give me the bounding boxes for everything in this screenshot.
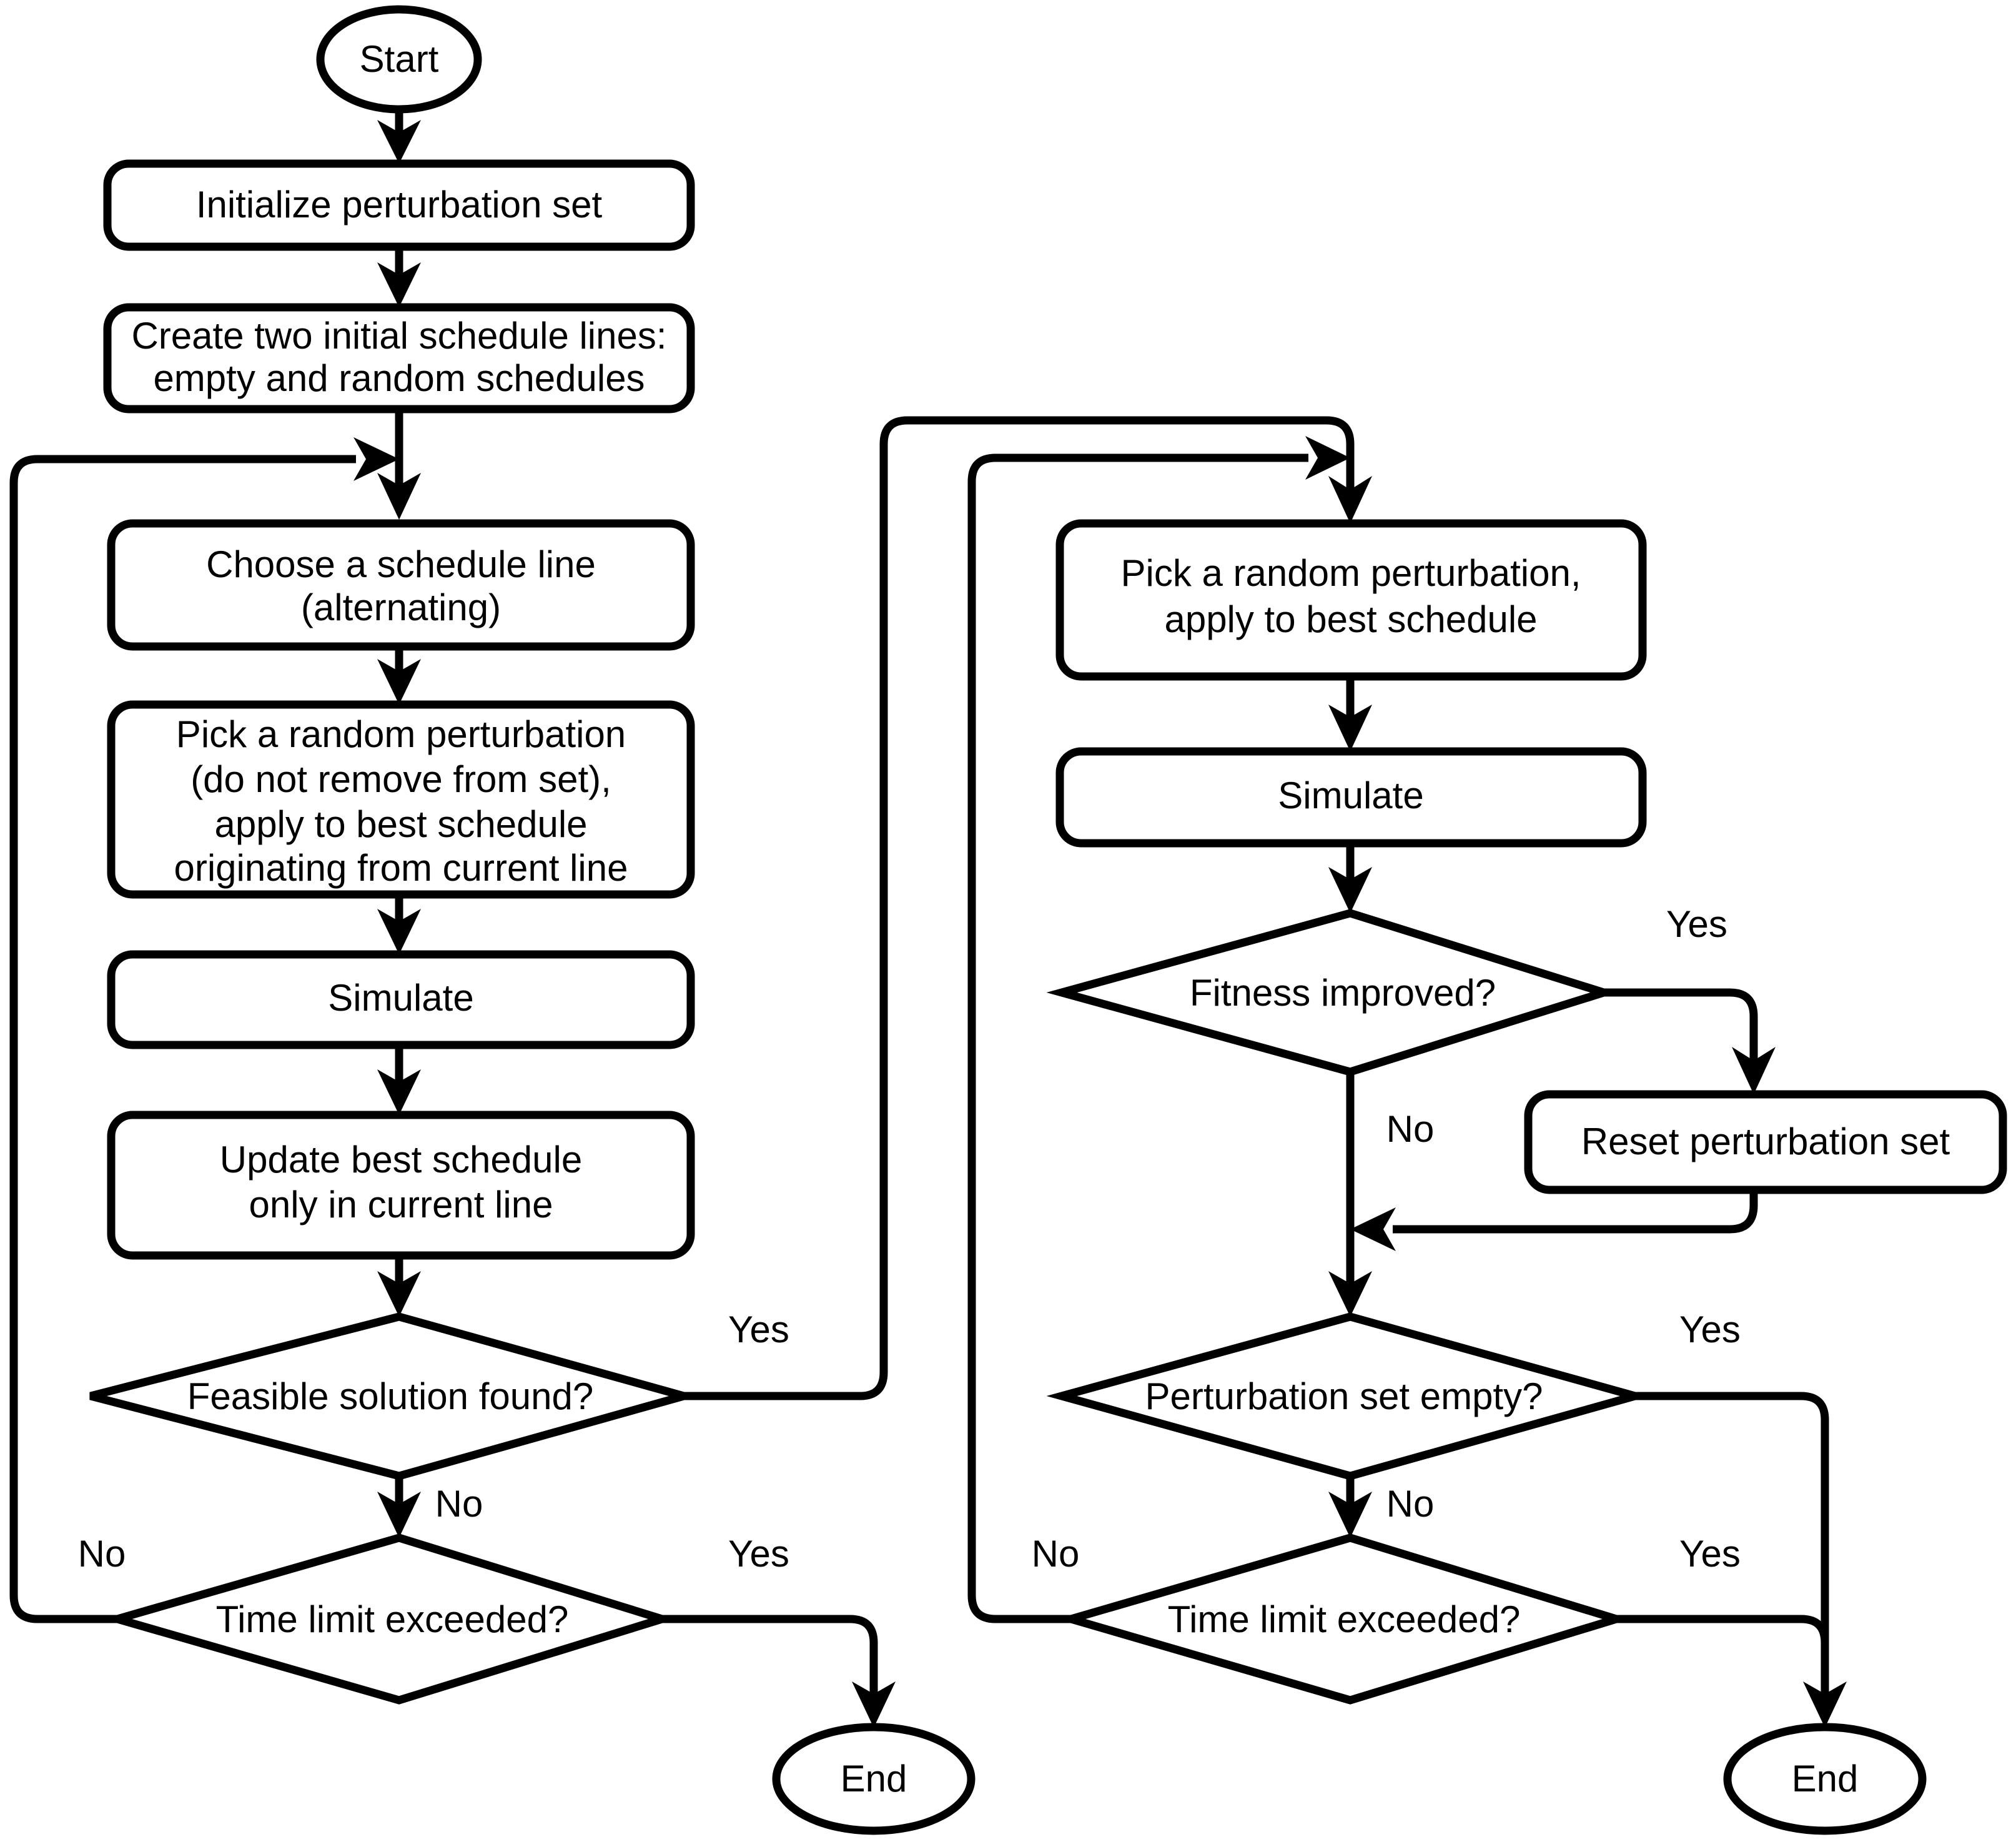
edge-create-to-choose [377,409,421,520]
node-fitness-improved[interactable]: Fitness improved? [1046,909,1618,1076]
edge-label-fitness-no: No [1386,1108,1435,1150]
node-update-best-label-2: only in current line [249,1184,553,1226]
node-pick-right-label-1: Pick a random perturbation, [1120,552,1581,594]
edge-timelimit-left-no-loop [9,437,399,1623]
edge-label-perturbation-empty-yes: Yes [1679,1309,1741,1350]
edge-label-time-limit-left-yes: Yes [728,1533,789,1575]
node-start[interactable]: Start [316,5,482,114]
edge-perturbation-empty-no [1328,1476,1372,1538]
edge-feasible-no [377,1476,421,1538]
edge-reset-to-merge [1350,1190,1758,1251]
node-perturbation-set-empty[interactable]: Perturbation set empty? [1046,1312,1651,1480]
node-pick-left-label-3: apply to best schedule [214,803,587,845]
node-create-lines-label-1: Create two initial schedule lines: [131,315,666,357]
edge-label-feasible-no: No [435,1483,483,1525]
node-perturbation-empty-label: Perturbation set empty? [1145,1375,1543,1417]
node-initialize-label: Initialize perturbation set [196,184,603,225]
edge-pick-right-to-simulate-right [1328,676,1372,751]
node-update-best-label-1: Update best schedule [220,1139,582,1181]
edge-init-to-create [377,247,421,307]
node-end-left-label: End [841,1758,907,1800]
node-pick-perturbation-right[interactable]: Pick a random perturbation, apply to bes… [1055,519,1647,681]
node-pick-perturbation-left[interactable]: Pick a random perturbation (do not remov… [107,700,695,899]
node-feasible-label: Feasible solution found? [187,1375,593,1417]
edge-feasible-yes [684,416,1372,1400]
edge-label-time-limit-left-no: No [78,1533,126,1575]
node-simulate-left[interactable]: Simulate [107,950,695,1049]
node-initialize-perturbation-set[interactable]: Initialize perturbation set [103,159,695,251]
edge-fitness-no [1328,1072,1372,1317]
node-end-right[interactable]: End [1723,1723,1927,1835]
node-start-label: Start [360,38,439,80]
node-end-right-label: End [1792,1758,1859,1800]
node-simulate-right[interactable]: Simulate [1055,747,1647,848]
node-time-limit-right-label: Time limit exceeded? [1168,1598,1521,1640]
node-choose-schedule-line[interactable]: Choose a schedule line (alternating) [107,519,695,651]
edge-fitness-yes [1604,988,1776,1094]
node-create-lines-label-2: empty and random schedules [153,357,645,399]
edge-label-fitness-yes: Yes [1666,903,1727,945]
node-choose-line-label-2: (alternating) [301,587,501,628]
edge-timelimit-right-no-loop [967,436,1350,1623]
edge-timelimit-right-yes [1616,1615,1829,1686]
node-simulate-right-label: Simulate [1278,775,1423,816]
node-time-limit-exceeded-left[interactable]: Time limit exceeded? [102,1533,676,1705]
node-end-left[interactable]: End [772,1723,976,1835]
edge-simulate-right-to-fitness [1328,843,1372,913]
node-reset-perturbation-label: Reset perturbation set [1581,1121,1950,1162]
node-create-schedule-lines[interactable]: Create two initial schedule lines: empty… [103,303,695,413]
edge-label-feasible-yes: Yes [728,1309,789,1350]
node-feasible-solution-found[interactable]: Feasible solution found? [89,1312,699,1480]
node-pick-left-label-1: Pick a random perturbation [176,713,626,755]
edge-update-to-feasible [377,1255,421,1317]
node-choose-line-label-1: Choose a schedule line [206,543,596,585]
edge-label-time-limit-right-no: No [1032,1533,1080,1575]
edge-perturbation-empty-yes [1635,1392,1847,1728]
node-time-limit-left-label: Time limit exceeded? [216,1598,569,1640]
edge-pick-left-to-simulate-left [377,894,421,954]
edge-label-perturbation-empty-no: No [1386,1483,1435,1525]
node-pick-right-label-2: apply to best schedule [1164,598,1537,640]
edge-start-to-init [377,109,421,164]
node-reset-perturbation-set[interactable]: Reset perturbation set [1524,1090,2007,1194]
edge-choose-to-pick-left [377,646,421,705]
edge-timelimit-left-yes [662,1615,896,1728]
node-pick-left-label-4: originating from current line [174,847,628,889]
edge-label-time-limit-right-yes: Yes [1679,1533,1741,1575]
node-time-limit-exceeded-right[interactable]: Time limit exceeded? [1056,1533,1631,1705]
node-update-best-schedule[interactable]: Update best schedule only in current lin… [107,1111,695,1260]
node-pick-left-label-2: (do not remove from set), [190,758,611,800]
node-simulate-left-label: Simulate [328,977,473,1019]
edge-simulate-left-to-update [377,1045,421,1115]
node-fitness-improved-label: Fitness improved? [1190,972,1496,1014]
